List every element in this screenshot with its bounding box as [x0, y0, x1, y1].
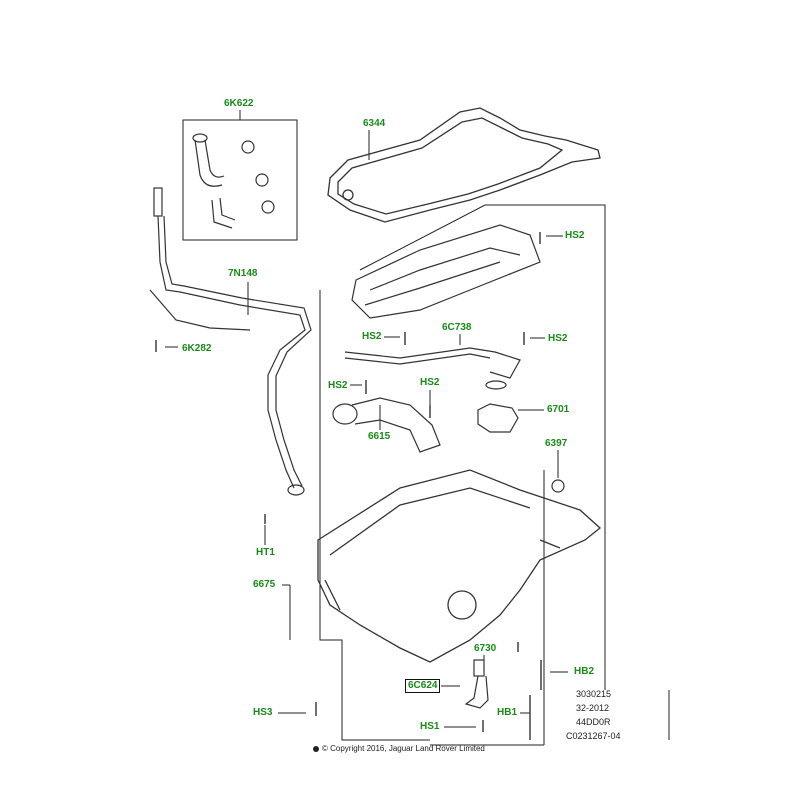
kit-box-6k622: [182, 119, 298, 241]
label-6k622[interactable]: 6K622: [224, 98, 254, 109]
label-ht1[interactable]: HT1: [256, 547, 275, 558]
label-hs1[interactable]: HS1: [420, 721, 440, 732]
reference-line-2: 32-2012: [576, 703, 610, 713]
hose-kit-parts: [192, 133, 275, 229]
oil-pan: [317, 469, 602, 663]
copyright-text: © Copyright 2016, Jaguar Land Rover Limi…: [322, 744, 485, 753]
baffle-plate: [351, 224, 541, 319]
fasteners: [155, 232, 542, 740]
reference-line-1: 3030215: [576, 689, 612, 699]
label-6675[interactable]: 6675: [253, 579, 276, 590]
label-6c738[interactable]: 6C738: [442, 322, 472, 333]
label-hs2-right[interactable]: HS2: [548, 333, 568, 344]
oil-tube: [344, 347, 521, 390]
label-7n148[interactable]: 7N148: [228, 268, 258, 279]
oil-level-sensor: [464, 659, 489, 709]
label-6c624[interactable]: 6C624: [404, 679, 441, 693]
pickup-gasket: [477, 403, 519, 433]
label-6730[interactable]: 6730: [474, 643, 497, 654]
label-6701[interactable]: 6701: [547, 404, 570, 415]
label-6615[interactable]: 6615: [368, 431, 391, 442]
label-6344[interactable]: 6344: [363, 118, 386, 129]
label-hs2-top[interactable]: HS2: [565, 230, 585, 241]
assembly-bracket: [319, 290, 430, 741]
oil-pan-gasket: [327, 107, 601, 223]
label-6k282[interactable]: 6K282: [182, 343, 212, 354]
reference-line-3: 44DD0R: [576, 717, 611, 727]
oil-pickup: [332, 397, 441, 453]
drain-plug: [551, 479, 565, 493]
label-hs2-mid-left[interactable]: HS2: [328, 380, 348, 391]
label-hs2-mid[interactable]: HS2: [420, 377, 440, 388]
label-hs3[interactable]: HS3: [253, 707, 273, 718]
label-hb1[interactable]: HB1: [497, 707, 518, 718]
breather-pipe: [149, 187, 312, 496]
reference-line-4: C0231267-04: [566, 731, 621, 741]
label-hs2-left[interactable]: HS2: [362, 331, 382, 342]
label-6397[interactable]: 6397: [545, 438, 568, 449]
label-hb2[interactable]: HB2: [574, 666, 595, 677]
